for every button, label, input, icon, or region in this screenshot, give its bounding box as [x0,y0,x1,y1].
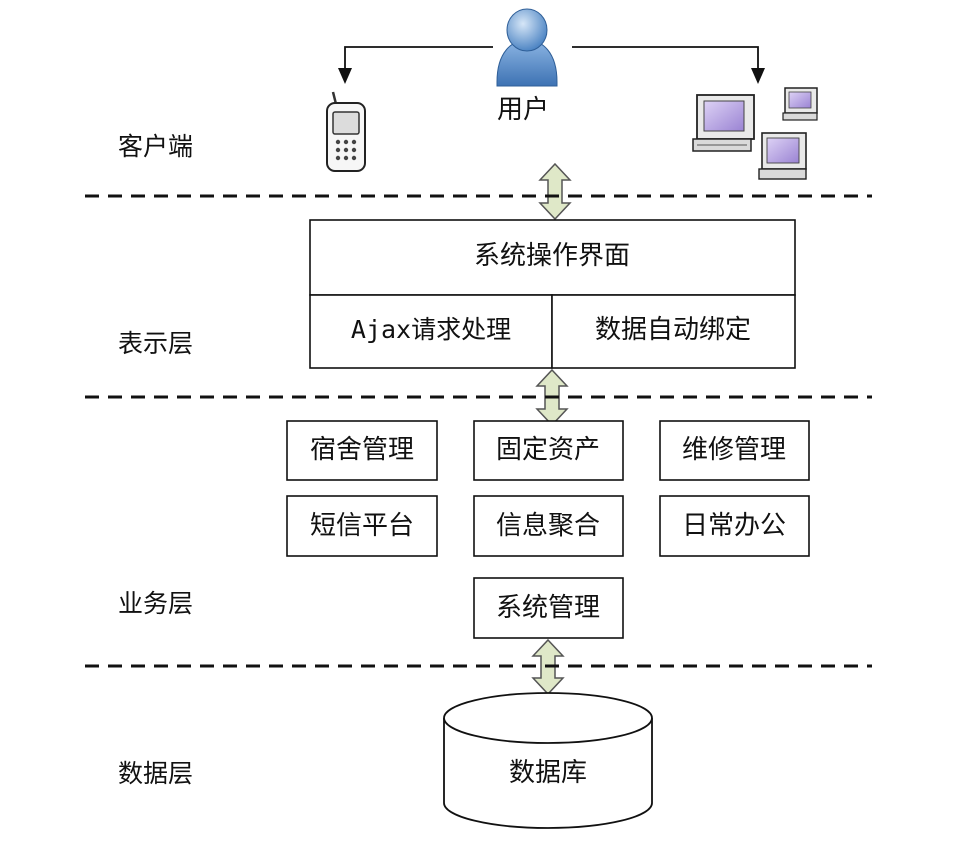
presentation-layer-label: 表示层 [118,329,193,358]
computer-icon [782,87,818,121]
module-label: 维修管理 [682,435,786,465]
module-label: 宿舍管理 [310,435,414,465]
computer-network-icon [692,87,818,180]
module-box: 日常办公 [659,495,810,557]
module-label: 系统管理 [496,593,600,623]
client-presentation-arrow [538,162,572,221]
ui-box-label: 系统操作界面 [474,241,630,271]
user-icon [496,8,558,87]
module-label: 固定资产 [496,435,600,465]
module-label: 日常办公 [682,511,786,541]
user-label: 用户 [497,95,549,125]
business-layer: 业务层 宿舍管理 固定资产 维修管理 短信平台 信息聚合 日常办公 系统管理 [118,420,810,696]
computer-icon [692,94,755,152]
module-box: 系统管理 [473,577,624,639]
module-box: 信息聚合 [473,495,624,557]
binding-box [551,294,796,369]
database-label: 数据库 [509,758,587,788]
module-box: 维修管理 [659,420,810,481]
database-cylinder [443,692,653,829]
module-label: 信息聚合 [496,511,600,541]
data-layer: 数据层 数据库 [118,692,653,829]
client-layer-label: 客户端 [118,132,193,161]
client-layer: 客户端 用户 [118,8,818,221]
ui-box [309,219,796,296]
computer-icon [758,132,807,180]
module-box: 宿舍管理 [286,420,438,481]
business-layer-label: 业务层 [118,589,193,618]
binding-box-label: 数据自动绑定 [595,315,751,345]
module-box: 短信平台 [286,495,438,557]
presentation-layer: 表示层 系统操作界面 Ajax请求处理 数据自动绑定 [118,219,796,427]
module-box: 固定资产 [473,420,624,481]
ajax-box-label: Ajax请求处理 [351,315,511,344]
mobile-phone-icon [326,91,366,172]
module-label: 短信平台 [310,511,414,541]
user-connector [338,46,765,84]
data-layer-label: 数据层 [118,759,193,788]
